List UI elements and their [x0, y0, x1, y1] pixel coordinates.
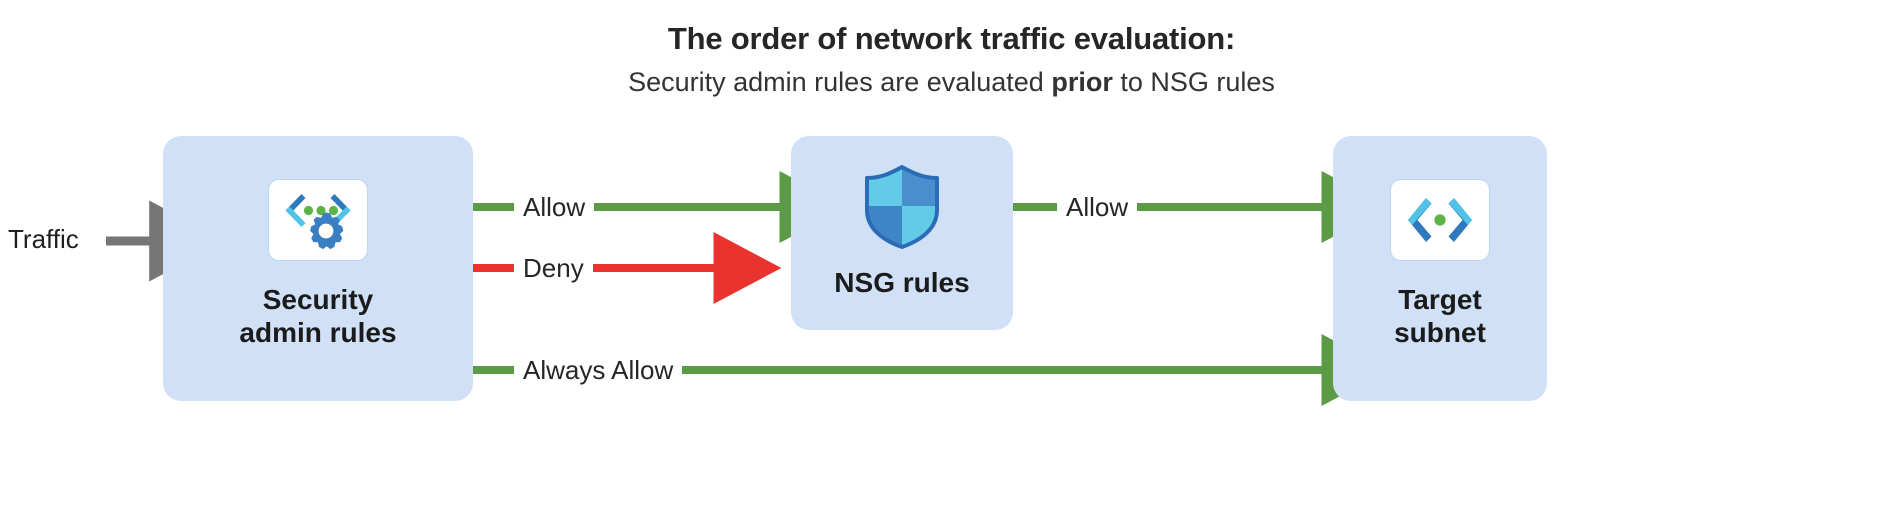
heading-block: The order of network traffic evaluation:… [0, 20, 1903, 100]
page-title: The order of network traffic evaluation: [667, 21, 1236, 56]
node-label-target-subnet: Target subnet [1394, 284, 1486, 349]
subtitle-emphasis: prior [1051, 66, 1113, 97]
shield-icon [865, 165, 939, 249]
edge-label-allow-2: Allow [1057, 194, 1138, 220]
edge-label-allow-1: Allow [514, 194, 595, 220]
azure-virtual-network-manager-icon-tile [268, 179, 368, 261]
node-target-subnet[interactable]: Target subnet [1333, 136, 1547, 401]
subtitle-text-before: Security admin rules are evaluated [628, 66, 1052, 97]
edge-label-always-allow: Always Allow [514, 357, 683, 383]
subnet-code-icon [1408, 198, 1472, 242]
page-subtitle: Security admin rules are evaluated prior… [0, 65, 1903, 100]
traffic-entry-label: Traffic [8, 224, 79, 254]
node-label-security-admin-rules: Security admin rules [239, 284, 397, 349]
node-label-nsg-rules: NSG rules [834, 267, 970, 298]
subtitle-text-after: to NSG rules [1112, 66, 1275, 97]
edge-label-deny: Deny [514, 255, 593, 281]
node-security-admin-rules[interactable]: Security admin rules [163, 136, 473, 401]
azure-virtual-network-manager-icon [285, 194, 351, 250]
shield-icon-wrap [862, 162, 942, 250]
subnet-code-icon-tile [1390, 179, 1490, 261]
node-nsg-rules[interactable]: NSG rules [791, 136, 1013, 330]
